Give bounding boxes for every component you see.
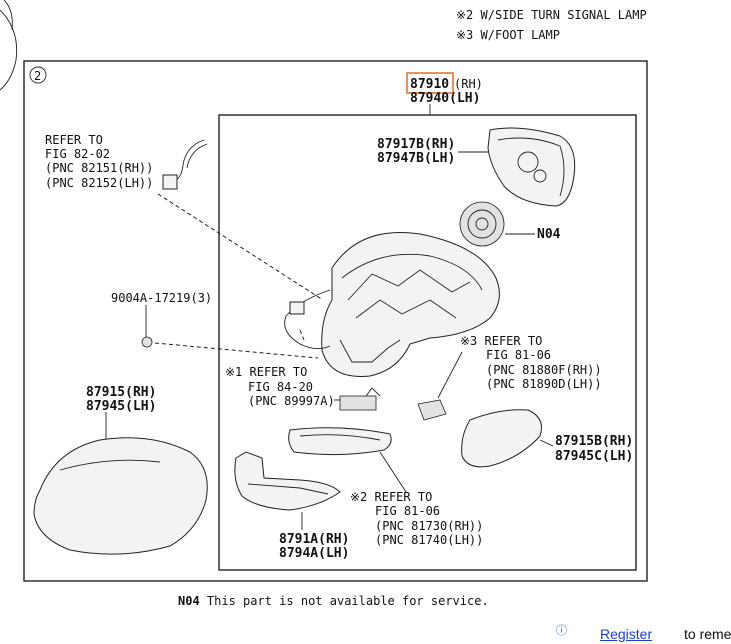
- footer-bar: ⓘ Register to remember: [0, 620, 731, 644]
- refer-81-06a-l1: ※3 REFER TO: [460, 334, 542, 348]
- refer-81-06a-l4: (PNC 81890D(LH)): [486, 377, 602, 391]
- lower-cover-leader: [539, 439, 554, 447]
- mirror-glass: [487, 127, 576, 207]
- mirror-housing: [284, 231, 500, 377]
- refer-81-06b-l1: ※2 REFER TO: [350, 490, 432, 504]
- section-number: 2: [34, 69, 41, 83]
- refer-82-02-l4: (PNC 82152(LH)): [45, 176, 153, 190]
- outer-frame: [23, 60, 648, 582]
- inner-frame: [218, 114, 637, 571]
- assembly-pn-rh-suffix: (RH): [454, 77, 483, 91]
- side-turn-lamp: [288, 427, 392, 456]
- mirror-actuator: [459, 201, 505, 247]
- bolt-icon: [141, 336, 153, 348]
- register-link[interactable]: Register: [600, 626, 653, 642]
- glass-rh[interactable]: 87917B(RH): [377, 137, 455, 152]
- lamp-lh[interactable]: 8794A(LH): [279, 546, 349, 561]
- footnote: N04 This part is not available for servi…: [178, 594, 489, 608]
- footnote-code: N04: [178, 594, 200, 608]
- refer-82-02-l1: REFER TO: [45, 133, 103, 147]
- lamp-housing: [234, 451, 341, 511]
- lower-cover: [461, 409, 542, 468]
- lower-cover-lh[interactable]: 87945C(LH): [555, 449, 633, 464]
- outer-cover: [33, 437, 208, 555]
- refer-81-06a-l2[interactable]: FIG 81-06: [486, 348, 551, 362]
- refer-81-06b-l4: (PNC 81740(LH)): [375, 533, 483, 547]
- glass-lh[interactable]: 87947B(LH): [377, 151, 455, 166]
- car-body-fragment: [0, 0, 18, 91]
- side-turn-leader: [379, 451, 407, 493]
- legend-foot-lamp: ※3 W/FOOT LAMP: [456, 28, 560, 42]
- refer-81-06b-l3: (PNC 81730(RH)): [375, 519, 483, 533]
- footnote-text: This part is not available for service.: [206, 594, 489, 608]
- refer-84-20-l1: ※1 REFER TO: [225, 365, 307, 379]
- cover-rh[interactable]: 87915(RH): [86, 385, 156, 400]
- refer-81-06b-l2[interactable]: FIG 81-06: [375, 504, 440, 518]
- foot-lamp-part: [417, 399, 447, 421]
- legend-side-turn: ※2 W/SIDE TURN SIGNAL LAMP: [456, 8, 647, 22]
- lamp-rh[interactable]: 8791A(RH): [279, 532, 349, 547]
- refer-82-02-l2[interactable]: FIG 82-02: [45, 147, 110, 161]
- refer-82-02-l3: (PNC 82151(RH)): [45, 161, 153, 175]
- assembly-pn-lh[interactable]: 87940(LH): [410, 91, 480, 106]
- actuator-code[interactable]: N04: [537, 227, 561, 242]
- highlight-box[interactable]: [406, 72, 454, 94]
- bolt-pn[interactable]: 9004A-17219(3): [111, 291, 212, 305]
- refer-84-20-l2[interactable]: FIG 84-20: [248, 380, 313, 394]
- info-icon[interactable]: ⓘ: [556, 625, 567, 637]
- camera-part: [339, 387, 381, 411]
- lower-cover-rh[interactable]: 87915B(RH): [555, 434, 633, 449]
- refer-84-20-l3: (PNC 89997A): [248, 394, 335, 408]
- section-circle: [29, 66, 47, 84]
- bolt-dash: [154, 342, 319, 359]
- refer-81-06a-l3: (PNC 81880F(RH)): [486, 363, 602, 377]
- harness-connector: [157, 139, 324, 301]
- foot-lamp-leader: [437, 351, 463, 399]
- assembly-pn-rh[interactable]: 87910: [410, 77, 449, 92]
- register-text: to remember: [684, 626, 731, 642]
- cover-lh[interactable]: 87945(LH): [86, 399, 156, 414]
- connector-dash: [299, 329, 305, 341]
